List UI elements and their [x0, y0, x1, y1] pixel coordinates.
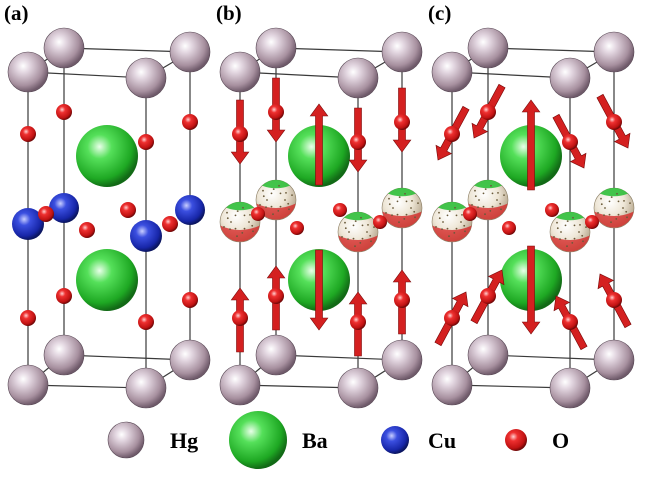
hg-atom	[431, 51, 473, 93]
hg-atom	[125, 367, 167, 409]
hg-atom	[169, 31, 211, 73]
o-atom	[606, 292, 622, 308]
legend-item-ba: Ba	[229, 411, 328, 469]
panel-b: (b)	[216, 1, 423, 409]
ba-atom-icon	[229, 411, 287, 469]
o-atom	[251, 207, 265, 221]
hg-atom	[337, 367, 379, 409]
hg-atom	[381, 339, 423, 381]
o-atom	[444, 310, 460, 326]
hg-atom	[337, 57, 379, 99]
o-atom	[333, 203, 347, 217]
cu-spin-sphere	[219, 201, 261, 243]
hg-atom	[43, 334, 85, 376]
o-atom	[480, 104, 496, 120]
o-atom	[79, 222, 95, 238]
o-atom	[463, 207, 477, 221]
legend-label: Cu	[428, 428, 456, 453]
o-atom	[562, 134, 578, 150]
o-atom	[120, 202, 136, 218]
o-atom	[182, 292, 198, 308]
displacement-arrow	[309, 249, 329, 331]
legend-item-cu: Cu	[381, 426, 456, 454]
hg-atom	[467, 27, 509, 69]
displacement-arrow	[521, 99, 541, 191]
hg-atom	[593, 31, 635, 73]
o-atom	[232, 310, 248, 326]
hg-atom	[43, 27, 85, 69]
o-atom	[350, 134, 366, 150]
o-atom	[138, 134, 154, 150]
cu-spin-sphere	[549, 211, 591, 253]
o-atom	[56, 104, 72, 120]
o-atom	[20, 126, 36, 142]
hg-atom	[593, 339, 635, 381]
hg-atom	[219, 364, 261, 406]
hg-atom	[125, 57, 167, 99]
o-atom	[182, 114, 198, 130]
o-atom	[56, 288, 72, 304]
hg-atom	[255, 334, 297, 376]
o-atom	[585, 215, 599, 229]
o-atom	[20, 310, 36, 326]
hg-atom	[381, 31, 423, 73]
cu-spin-sphere	[431, 201, 473, 243]
hg-atom	[7, 51, 49, 93]
panel-a: (a)	[4, 1, 211, 409]
legend-label: O	[552, 428, 569, 453]
hg-atom	[549, 367, 591, 409]
cu-spin-sphere	[337, 211, 379, 253]
hg-atom	[169, 339, 211, 381]
o-atom	[502, 221, 516, 235]
cu-spin-sphere	[593, 187, 635, 229]
o-atom	[232, 126, 248, 142]
cu-atom	[49, 193, 79, 223]
o-atom	[290, 221, 304, 235]
o-atom	[162, 216, 178, 232]
o-atom	[268, 104, 284, 120]
o-atom	[350, 314, 366, 330]
hg-atom	[431, 364, 473, 406]
panel-label: (a)	[4, 1, 29, 25]
o-atom	[444, 126, 460, 142]
ba-atom	[76, 249, 138, 311]
displacement-arrow	[309, 103, 329, 186]
o-atom	[606, 114, 622, 130]
o-atom	[373, 215, 387, 229]
o-atom	[138, 314, 154, 330]
hg-atom	[467, 334, 509, 376]
cu-atom	[130, 220, 162, 252]
cu-atom	[175, 195, 205, 225]
hg-atom	[7, 364, 49, 406]
legend-label: Hg	[170, 428, 198, 453]
hg-atom	[255, 27, 297, 69]
ba-atom	[76, 125, 138, 187]
o-atom	[394, 114, 410, 130]
o-atom-icon	[505, 429, 527, 451]
hg-atom-icon	[107, 421, 145, 459]
o-atom	[394, 292, 410, 308]
cu-atom	[12, 208, 44, 240]
cu-spin-sphere	[467, 179, 509, 221]
hg-atom	[549, 57, 591, 99]
legend-label: Ba	[302, 428, 328, 453]
panel-label: (b)	[216, 1, 242, 25]
o-atom	[562, 314, 578, 330]
cu-spin-sphere	[255, 179, 297, 221]
legend-item-hg: Hg	[107, 421, 198, 459]
panel-c: (c)	[428, 1, 635, 409]
o-atom	[545, 203, 559, 217]
o-atom	[480, 288, 496, 304]
hg-atom	[219, 51, 261, 93]
panel-label: (c)	[428, 1, 451, 25]
cu-spin-sphere	[381, 187, 423, 229]
cu-atom-icon	[381, 426, 409, 454]
displacement-arrow	[521, 245, 541, 335]
legend-item-o: O	[505, 428, 569, 453]
o-atom	[38, 206, 54, 222]
o-atom	[268, 288, 284, 304]
